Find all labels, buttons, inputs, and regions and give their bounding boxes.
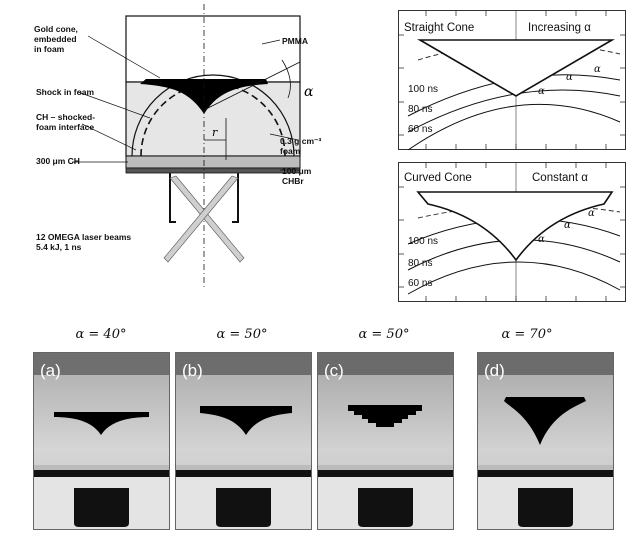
radiograph-b: (b)	[175, 352, 312, 530]
caption-b: α = 50°	[216, 327, 268, 342]
plot-2-title-left: Curved Cone	[404, 172, 472, 184]
pmma-region	[125, 15, 301, 83]
ch-interface	[131, 74, 295, 157]
plot-2-time-100: 100 ns	[408, 236, 439, 247]
chbr-layer	[125, 167, 301, 174]
plot-1-alpha-1: α	[538, 86, 545, 97]
panel-c-letter: (c)	[324, 361, 344, 380]
alpha-label: α	[304, 84, 314, 100]
plot-1-alpha-3: α	[594, 64, 601, 75]
panel-a-letter: (a)	[40, 361, 61, 380]
caption-d: α = 70°	[501, 327, 553, 342]
target-schematic: r α Gold cone, embedded in foam PMMA Sho…	[0, 0, 330, 300]
plot-1-front-60ns	[407, 103, 621, 151]
laser-label: 12 OMEGA laser beams 5.4 kJ, 1 ns	[36, 232, 132, 252]
plot-2-curved-cone	[416, 191, 614, 262]
chbr-label: 100 μm CHBr	[282, 166, 312, 186]
panel-b-letter: (b)	[182, 361, 203, 380]
plot-1-straight-cone	[417, 39, 615, 97]
foam-density-label: 0.3 g cm⁻³ foam	[280, 136, 322, 156]
laser-beam-2	[163, 175, 239, 263]
plot-2-title-right: Constant α	[532, 172, 588, 184]
radiograph-b-image	[176, 353, 311, 529]
radiograph-d: (d)	[477, 352, 614, 530]
caption-c: α = 50°	[358, 327, 410, 342]
radiograph-d-image	[478, 353, 613, 529]
plot-1-time-80: 80 ns	[408, 104, 433, 115]
plot-1-alpha-2: α	[566, 72, 573, 83]
plot-2-time-60: 60 ns	[408, 278, 433, 289]
plot-2-alpha-3: α	[588, 208, 595, 219]
plot-curved-cone: Curved Cone Constant α 100 ns 80 ns 60 n…	[398, 162, 626, 302]
ch-300-label: 300 μm CH	[36, 156, 80, 166]
plot-1-title-left: Straight Cone	[404, 22, 475, 34]
plot-curved-cone-frame	[398, 162, 626, 302]
schematic-drawing: r α	[72, 4, 314, 290]
plot-1-title-right: Increasing α	[528, 22, 591, 34]
plot-2-alpha-2: α	[564, 220, 571, 231]
r-label: r	[212, 126, 218, 139]
radiograph-a: (a)	[33, 352, 170, 530]
plot-2-ticks	[398, 162, 626, 302]
plot-1-time-100: 100 ns	[408, 84, 439, 95]
panel-d-letter: (d)	[484, 361, 505, 380]
caption-a: α = 40°	[75, 327, 127, 342]
plot-2-time-80: 80 ns	[408, 258, 433, 269]
plot-straight-cone: Straight Cone Increasing α 100 ns 80 ns …	[398, 10, 626, 151]
radiograph-a-image	[34, 353, 169, 529]
gold-cone-label: Gold cone, embedded in foam	[34, 24, 78, 54]
radiograph-c-image	[318, 353, 453, 529]
radiograph-c: (c)	[317, 352, 454, 530]
laser-beam-1	[169, 175, 245, 263]
ch-interface-label: CH – shocked- foam interface	[36, 112, 96, 132]
pmma-label: PMMA	[282, 36, 308, 46]
plot-2-front-60ns	[407, 261, 621, 295]
plot-straight-cone-frame	[398, 10, 626, 151]
shock-in-foam-label: Shock in foam	[36, 87, 95, 97]
ch-layer	[125, 155, 301, 169]
plot-2-alpha-1: α	[538, 234, 545, 245]
plot-1-time-60: 60 ns	[408, 124, 433, 135]
